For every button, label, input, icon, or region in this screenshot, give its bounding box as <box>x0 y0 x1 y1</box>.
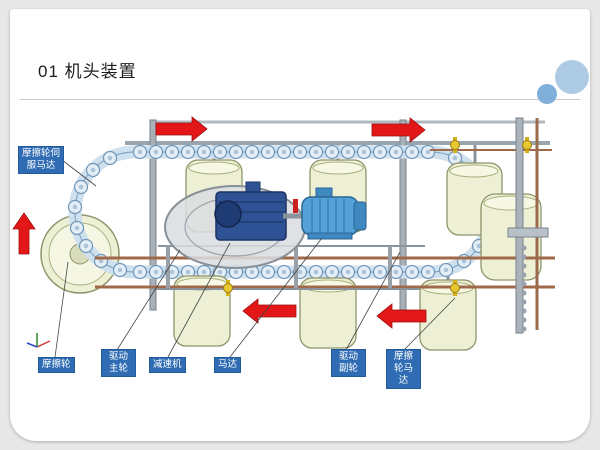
arrow-up-left-icon <box>12 212 36 255</box>
left-friction-roller <box>40 214 120 294</box>
label-friction-wheel: 摩擦轮 <box>38 357 75 373</box>
decor-circle-small-icon <box>537 84 557 104</box>
reducer-gearbox <box>214 181 287 241</box>
title-divider <box>20 99 580 100</box>
arrow-right-top-right-icon <box>371 117 426 143</box>
leader-lines <box>54 159 456 358</box>
decor-circle-large-icon <box>555 60 589 94</box>
motor-unit <box>301 187 367 240</box>
label-friction-wheel-motor: 摩擦轮马达 <box>386 349 421 389</box>
arrow-right-top-left-icon <box>155 116 208 142</box>
right-structure <box>507 117 549 334</box>
guide-rails <box>95 149 555 289</box>
label-motor: 马达 <box>214 357 242 373</box>
coupling-pin <box>293 199 298 213</box>
label-drive-sub-wheel: 驱动副轮 <box>331 349 366 377</box>
label-drive-main-wheel: 驱动主轮 <box>101 349 136 377</box>
arrow-left-bottom-right-icon <box>376 303 427 329</box>
label-friction-wheel-servo-motor: 摩擦轮伺服马达 <box>18 146 64 174</box>
direction-arrows <box>12 116 427 329</box>
drive-shaft <box>283 199 304 219</box>
frame-beams <box>125 119 550 311</box>
arrow-left-bottom-middle-icon <box>242 298 297 324</box>
page-title: 01 机头装置 <box>38 62 137 81</box>
label-reducer: 减速机 <box>149 357 186 373</box>
coordinate-triad-icon <box>26 333 51 348</box>
